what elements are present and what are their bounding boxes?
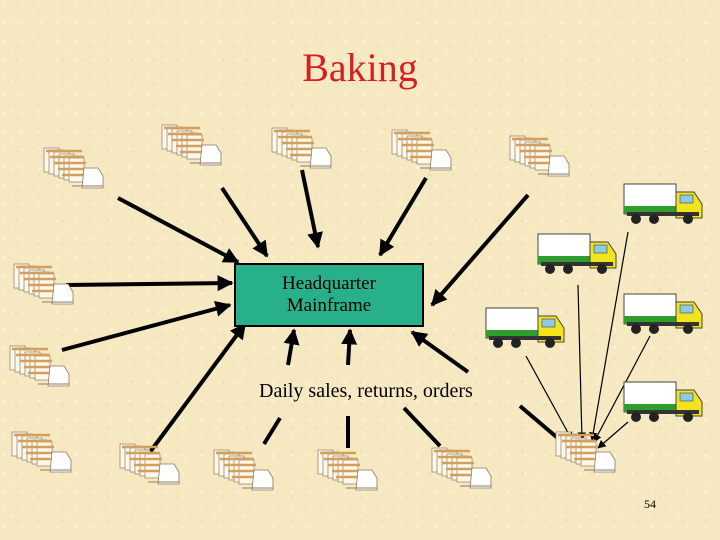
arrow-truck-2 bbox=[577, 284, 587, 441]
store-icon bbox=[430, 446, 493, 490]
store-to-hq-arrows bbox=[61, 169, 562, 454]
store-icon bbox=[8, 344, 71, 388]
headquarter-mainframe-box: Headquarter Mainframe bbox=[234, 263, 424, 327]
flow-label: Daily sales, returns, orders bbox=[259, 380, 473, 402]
arrow-store-top-1 bbox=[117, 196, 240, 264]
arrow-truck-1 bbox=[589, 231, 629, 441]
store-icon bbox=[270, 126, 333, 170]
hub-label-line2: Mainframe bbox=[286, 295, 372, 316]
truck-icon bbox=[623, 293, 703, 335]
store-icon bbox=[316, 448, 379, 492]
store-icon bbox=[10, 430, 73, 474]
arrow-truck-4 bbox=[593, 335, 651, 443]
store-icon bbox=[12, 262, 75, 306]
store-icon-depot bbox=[554, 430, 617, 474]
arrow-truck-5 bbox=[597, 421, 629, 449]
arrow-store-bottom-1 bbox=[262, 416, 282, 446]
arrow-store-bottom-3 bbox=[402, 406, 442, 448]
page-number: 54 bbox=[644, 497, 656, 511]
truck-icon bbox=[623, 381, 703, 423]
arrow-store-top-4 bbox=[378, 176, 428, 257]
arrow-store-left-3 bbox=[148, 322, 247, 454]
arrow-store-left-2 bbox=[61, 300, 232, 352]
store-icon bbox=[508, 134, 571, 178]
truck-to-store-arrows bbox=[525, 231, 651, 449]
arrow-store-top-2 bbox=[220, 186, 269, 258]
store-icon bbox=[212, 448, 275, 492]
trucks bbox=[485, 183, 703, 423]
hub-label-line1: Headquarter bbox=[282, 273, 376, 294]
arrow-store-bottom-4 bbox=[410, 330, 470, 374]
truck-icon bbox=[485, 307, 565, 349]
arrow-store-bottom-2b bbox=[341, 328, 358, 366]
store-icon bbox=[118, 442, 181, 486]
store-icon bbox=[160, 123, 223, 167]
truck-icon bbox=[537, 233, 617, 275]
truck-icon bbox=[623, 183, 703, 225]
arrow-store-top-5 bbox=[430, 193, 530, 307]
arrow-store-bottom-1b bbox=[283, 328, 300, 366]
arrow-store-top-3 bbox=[300, 169, 323, 249]
arrow-store-left-1 bbox=[65, 275, 234, 292]
store-icon bbox=[390, 128, 453, 172]
arrow-truck-3 bbox=[525, 355, 573, 441]
slide-title: Baking bbox=[302, 45, 418, 90]
arrow-store-bottom-5 bbox=[518, 404, 562, 442]
store-icon bbox=[42, 146, 105, 190]
